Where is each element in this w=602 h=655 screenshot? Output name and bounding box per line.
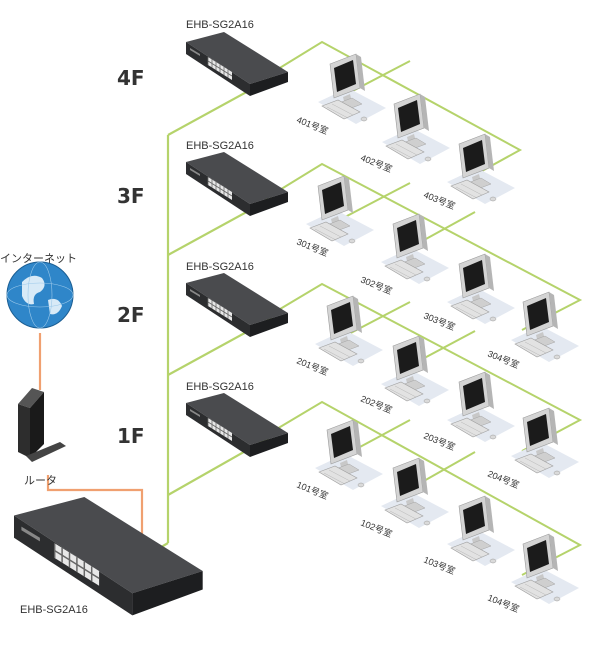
switch-label-2f: EHB-SG2A16 [186,261,254,273]
pc-2f-3 [447,371,515,442]
switch-label-4f: EHB-SG2A16 [186,19,254,31]
switch-3f [186,152,288,216]
switch-label-1f: EHB-SG2A16 [186,381,254,393]
pc-4f-2 [382,93,450,164]
room-label-3f-2: 302号室 [359,274,394,297]
room-label-1f-3: 103号室 [422,554,457,577]
switch-1f [186,393,288,457]
room-label-2f-2: 202号室 [359,393,394,416]
uplink-router-switch [46,475,144,538]
floor-label-2f: 2F [117,303,145,327]
room-label-4f-1: 401号室 [295,114,330,137]
pc-4f-1 [318,53,386,124]
switch-2f [186,273,288,337]
switch-4f [186,32,288,96]
floor-label-3f: 3F [117,184,145,208]
room-label-3f-3: 303号室 [422,310,457,333]
pc-1f-4 [511,533,579,604]
lan-line-3f-2 [344,182,411,218]
pc-1f-2 [381,457,449,528]
pc-4f-3 [447,133,515,204]
internet-label: インターネット [0,253,77,265]
pc-1f-3 [447,495,515,566]
room-label-1f-4: 104号室 [486,592,521,615]
pc-1f-1 [315,419,383,490]
room-label-2f-1: 201号室 [295,355,330,378]
floor-label-4f: 4F [117,66,145,90]
room-label-2f-4: 204号室 [486,468,521,491]
router-label: ルータ [24,475,57,487]
switch-label-3f: EHB-SG2A16 [186,140,254,152]
router-icon [18,388,66,462]
room-label-1f-1: 101号室 [295,479,330,502]
pc-2f-1 [315,295,383,366]
pc-3f-2 [381,213,449,284]
room-label-4f-2: 402号室 [359,152,394,175]
room-label-1f-2: 102号室 [359,517,394,540]
pc-2f-2 [381,335,449,406]
room-label-3f-4: 304号室 [486,348,521,371]
main-switch [14,497,203,616]
room-label-4f-3: 403号室 [422,189,457,212]
pc-2f-4 [511,407,579,478]
internet-globe-icon [6,261,74,329]
pc-3f-4 [511,291,579,362]
main-switch-label: EHB-SG2A16 [20,604,88,616]
room-label-3f-1: 301号室 [295,236,330,259]
pc-3f-1 [306,175,374,246]
pc-3f-3 [447,253,515,324]
room-label-2f-3: 203号室 [422,430,457,453]
floor-label-1f: 1F [117,424,145,448]
